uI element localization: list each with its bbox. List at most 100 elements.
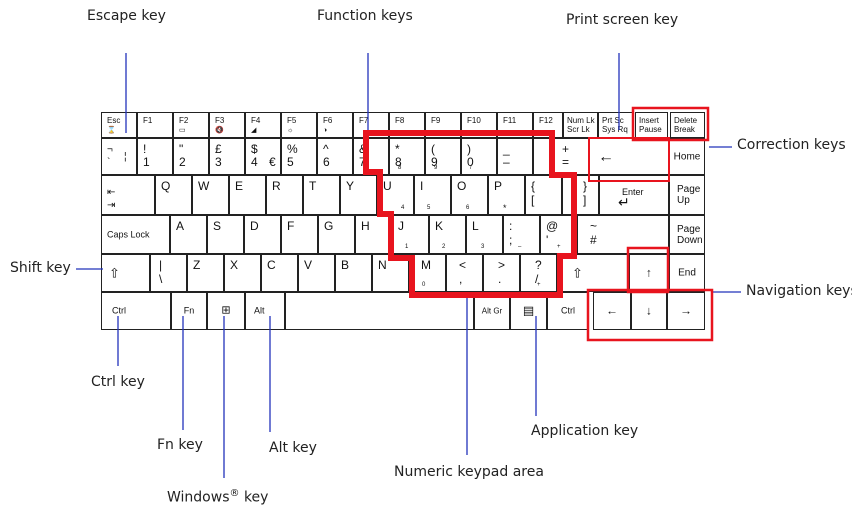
key-down[interactable]: ↓	[631, 292, 667, 330]
key-insert[interactable]: Insert Pause	[635, 112, 668, 138]
key-period-shift: >	[498, 258, 506, 272]
key-p[interactable]: P*	[488, 175, 525, 215]
key-n[interactable]: N	[372, 254, 409, 292]
key-right-ctrl[interactable]: Ctrl	[547, 292, 589, 330]
key-left-ctrl[interactable]: Ctrl	[101, 292, 171, 330]
key-f[interactable]: F	[281, 215, 318, 254]
key-f7[interactable]: F7	[353, 112, 389, 138]
key-f3[interactable]: F3🔇	[209, 112, 245, 138]
key-space[interactable]	[285, 292, 474, 330]
key-comma[interactable]: <,	[446, 254, 483, 292]
key-r[interactable]: R	[266, 175, 303, 215]
key-period[interactable]: >.	[483, 254, 520, 292]
key-y[interactable]: Y	[340, 175, 377, 215]
key-semicolon[interactable]: :;–	[503, 215, 540, 254]
key-right-bracket[interactable]: }]	[562, 175, 599, 215]
key-alt[interactable]: Alt	[245, 292, 285, 330]
key-right[interactable]: →	[667, 292, 705, 330]
key-backtick[interactable]: ¬ ` ¦	[101, 138, 137, 175]
key-tab[interactable]: ⇤ ⇥	[101, 175, 155, 215]
key-4[interactable]: $4€	[245, 138, 281, 175]
key-minus[interactable]: _–	[497, 138, 533, 175]
key-h[interactable]: H	[355, 215, 392, 254]
key-fn[interactable]: Fn	[171, 292, 207, 330]
key-pagedown[interactable]: Page Down	[669, 215, 705, 254]
key-w[interactable]: W	[192, 175, 229, 215]
key-1[interactable]: !1	[137, 138, 173, 175]
key-f9-label: F9	[431, 116, 441, 125]
key-e[interactable]: E	[229, 175, 266, 215]
key-left-bracket-label: [	[531, 193, 535, 207]
key-x-label: X	[230, 258, 239, 272]
key-9-keypad: 9	[434, 165, 438, 171]
key-left-bracket[interactable]: {[	[525, 175, 562, 215]
callout-numeric-keypad-area: Numeric keypad area	[394, 464, 544, 480]
callout-ctrl-key: Ctrl key	[91, 374, 145, 390]
key-f9[interactable]: F9	[425, 112, 461, 138]
key-comma-label: ,	[459, 272, 463, 286]
key-backspace[interactable]: ←	[589, 138, 669, 175]
key-f4[interactable]: F4◢	[245, 112, 281, 138]
key-f10[interactable]: F10	[461, 112, 497, 138]
key-0[interactable]: )0/	[461, 138, 497, 175]
key-q[interactable]: Q	[155, 175, 192, 215]
key-7[interactable]: &7	[353, 138, 389, 175]
key-6-shift: ^	[323, 142, 329, 156]
key-delete[interactable]: Delete Break	[670, 112, 705, 138]
key-b[interactable]: B	[335, 254, 372, 292]
key-t[interactable]: T	[303, 175, 340, 215]
key-prtsc[interactable]: Prt Sc Sys Rq	[598, 112, 633, 138]
key-6[interactable]: ^6	[317, 138, 353, 175]
key-right-shift[interactable]: ⇧	[557, 254, 629, 292]
key-numlk[interactable]: Num Lk Scr Lk	[563, 112, 598, 138]
callout-function-keys: Function keys	[317, 8, 413, 24]
key-v[interactable]: V	[298, 254, 335, 292]
key-g[interactable]: G	[318, 215, 355, 254]
key-d[interactable]: D	[244, 215, 281, 254]
key-windows[interactable]: ⊞	[207, 292, 245, 330]
key-x[interactable]: X	[224, 254, 261, 292]
key-f11[interactable]: F11	[497, 112, 533, 138]
key-2[interactable]: "2	[173, 138, 209, 175]
key-equals[interactable]: +=	[533, 138, 589, 175]
key-5[interactable]: %5	[281, 138, 317, 175]
key-f2[interactable]: F2▭	[173, 112, 209, 138]
key-application[interactable]: ▤	[510, 292, 547, 330]
key-a[interactable]: A	[170, 215, 207, 254]
key-up[interactable]: ↑	[629, 254, 669, 292]
key-8-keypad: 8	[398, 165, 402, 171]
key-3[interactable]: £3	[209, 138, 245, 175]
key-alt-gr[interactable]: Alt Gr	[474, 292, 510, 330]
key-home[interactable]: Home	[669, 138, 705, 175]
key-hash[interactable]: ~#	[577, 215, 669, 254]
key-apostrophe[interactable]: @'+	[540, 215, 577, 254]
key-f6[interactable]: F6◑	[317, 112, 353, 138]
key-backslash[interactable]: |\	[150, 254, 187, 292]
key-f8[interactable]: F8	[389, 112, 425, 138]
key-enter[interactable]: Enter↵	[599, 175, 669, 215]
key-f1[interactable]: F1	[137, 112, 173, 138]
key-end[interactable]: End	[669, 254, 705, 292]
key-slash[interactable]: ?/+	[520, 254, 557, 292]
key-f5[interactable]: F5☼	[281, 112, 317, 138]
key-z[interactable]: Z	[187, 254, 224, 292]
key-s[interactable]: S	[207, 215, 244, 254]
key-equals-label: =	[562, 155, 570, 169]
key-left[interactable]: ←	[593, 292, 631, 330]
key-esc[interactable]: Esc ⌛	[101, 112, 137, 138]
key-pageup[interactable]: Page Up	[669, 175, 705, 215]
key-left-shift[interactable]: ⇧	[101, 254, 150, 292]
key-caps-lock[interactable]: Caps Lock	[101, 215, 170, 254]
key-f12[interactable]: F12	[533, 112, 563, 138]
key-c[interactable]: C	[261, 254, 298, 292]
